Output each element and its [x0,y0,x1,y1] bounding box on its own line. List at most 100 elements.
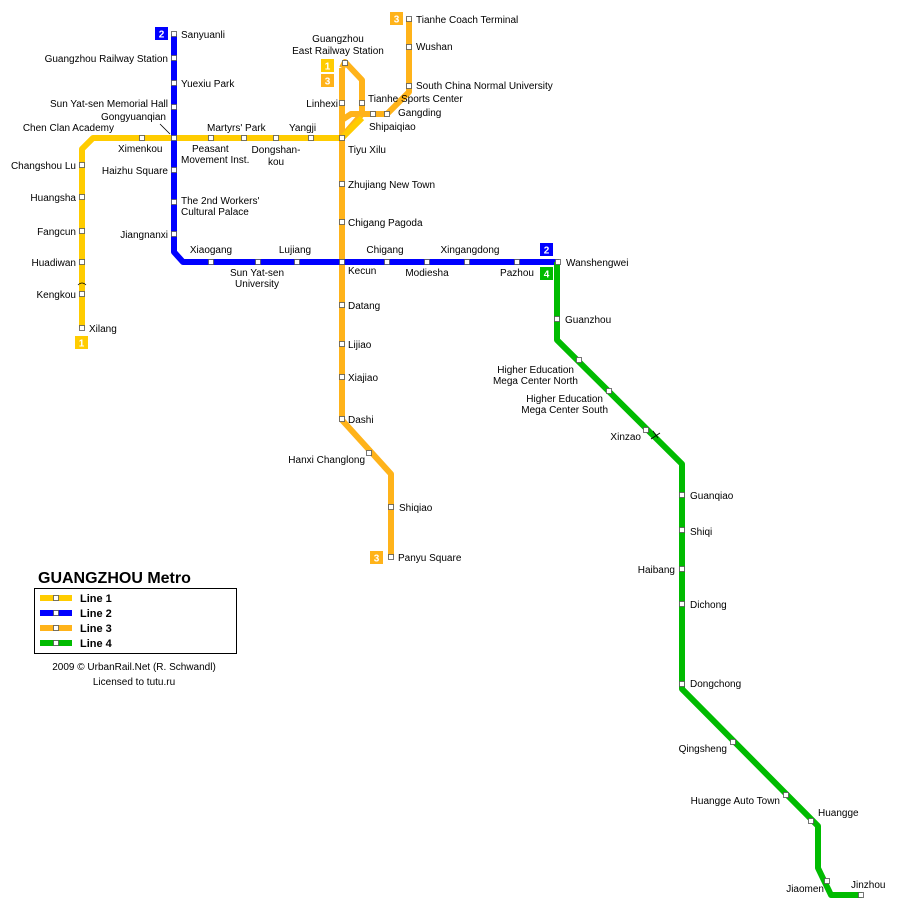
line-3-track [339,68,394,557]
label-hemc-s-1: Higher Education [526,394,603,405]
label-zhujiang-new-town: Zhujiang New Town [348,180,435,191]
line-3-tianhe-branch [340,18,412,123]
label-yuexiu-park: Yuexiu Park [181,79,235,90]
label-xingangdong: Xingangdong [441,245,500,256]
label-linhexi: Linhexi [306,99,338,110]
badge-line3-south-label: 3 [374,554,380,565]
label-xiaogang: Xiaogang [190,245,232,256]
badge-line1-north [321,59,334,72]
label-pazhou: Pazhou [500,268,534,279]
station-marker-guanqiao [679,492,685,498]
legend-label-line2: Line 2 [80,608,112,620]
label-hemc-n-2: Mega Center North [493,376,578,387]
badge-line2-east-label: 2 [544,246,550,257]
station-marker-changshou-lu [79,162,85,168]
station-marker-xiaogang [208,259,214,265]
station-markers [79,16,864,898]
label-dichong: Dichong [690,600,727,611]
station-marker-memorial-hall [171,104,177,110]
legend-marker-line2 [53,610,59,616]
label-wushan: Wushan [416,42,453,53]
label-memorial-hall: Sun Yat-sen Memorial Hall [50,99,168,110]
label-tianhe-coach: Tianhe Coach Terminal [416,15,518,26]
station-marker-huangge [808,818,814,824]
label-qingsheng: Qingsheng [679,744,727,755]
interchange-ticks [77,123,661,440]
label-east-rs-2: East Railway Station [292,46,384,57]
station-marker-kecun [339,259,345,265]
label-tianhe-sports: Tianhe Sports Center [368,94,463,105]
station-marker-jiaomen [824,878,830,884]
label-martyrs-park: Martyrs' Park [207,123,267,134]
label-dashi: Dashi [348,415,374,426]
legend-label-line1: Line 1 [80,593,112,605]
xinzao-tick [650,430,661,440]
label-lijiao: Lijiao [348,340,372,351]
legend-marker-line1 [53,595,59,601]
legend-marker-line4 [53,640,59,646]
station-marker-dongshankou [273,135,279,141]
station-marker-lijiao [339,341,345,347]
label-tiyu-xilu: Tiyu Xilu [348,145,386,156]
credit-copyright: 2009 © UrbanRail.Net (R. Schwandl) [52,662,216,673]
badge-line2-east [540,243,553,256]
station-marker-chigang-pagoda [339,219,345,225]
label-hemc-n-1: Higher Education [497,365,574,376]
label-xinzao: Xinzao [610,432,641,443]
label-guanqiao: Guanqiao [690,491,734,502]
station-marker-martyrs-park [241,135,247,141]
label-modiesha: Modiesha [405,268,449,279]
label-chigang-pagoda: Chigang Pagoda [348,218,423,229]
label-railway-station: Guangzhou Railway Station [45,54,168,65]
station-marker-jiangnanxi [171,231,177,237]
line-2-track [171,34,559,265]
station-marker-kengkou [79,291,85,297]
station-marker-dichong [679,601,685,607]
station-marker-shiqi [679,527,685,533]
station-marker-datang [339,302,345,308]
label-sysu-2: University [235,279,279,290]
station-marker-hanxi [366,450,372,456]
station-marker-xilang [79,325,85,331]
station-marker-haibang [679,566,685,572]
station-marker-wushan [406,44,412,50]
badge-line3-north-b-label: 3 [394,15,400,26]
station-marker-dashi [339,416,345,422]
station-marker-jinzhou [858,892,864,898]
label-dongshankou-1: Dongshan- [252,145,301,156]
gongyuanqian-leader-line [159,123,171,135]
label-haibang: Haibang [638,565,675,576]
label-gongyuanqian: Gongyuanqian [101,112,166,123]
station-marker-tiyu-xilu [339,135,345,141]
label-kengkou: Kengkou [37,290,76,301]
station-marker-yangji [308,135,314,141]
station-marker-panyu [388,554,394,560]
badge-line2-north [155,27,168,40]
station-marker-lujiang [294,259,300,265]
label-changshou-lu: Changshou Lu [11,161,76,172]
line-1 [79,115,365,328]
label-guanzhou: Guanzhou [565,315,611,326]
station-marker-tianhe-coach [406,16,412,22]
badge-line2-north-label: 2 [159,30,165,41]
label-workers-1: The 2nd Workers' [181,196,260,207]
station-marker-gongyuanqian [171,135,177,141]
label-huangge-auto: Huangge Auto Town [691,796,780,807]
label-shiqi: Shiqi [690,527,712,538]
label-kecun: Kecun [348,266,376,277]
label-chigang: Chigang [366,245,403,256]
badge-line1-south [75,336,88,349]
station-marker-railway-station [171,55,177,61]
label-sysu-1: Sun Yat-sen [230,268,284,279]
station-marker-huangsha [79,194,85,200]
label-jiaomen: Jiaomen [786,884,824,895]
station-marker-modiesha [424,259,430,265]
label-sanyuanli: Sanyuanli [181,30,225,41]
badge-line3-south [370,551,383,564]
label-chen-clan: Chen Clan Academy [23,123,114,134]
label-jiangnanxi: Jiangnanxi [120,230,168,241]
station-marker-yuexiu-park [171,80,177,86]
credit-license: Licensed to tutu.ru [93,677,175,688]
